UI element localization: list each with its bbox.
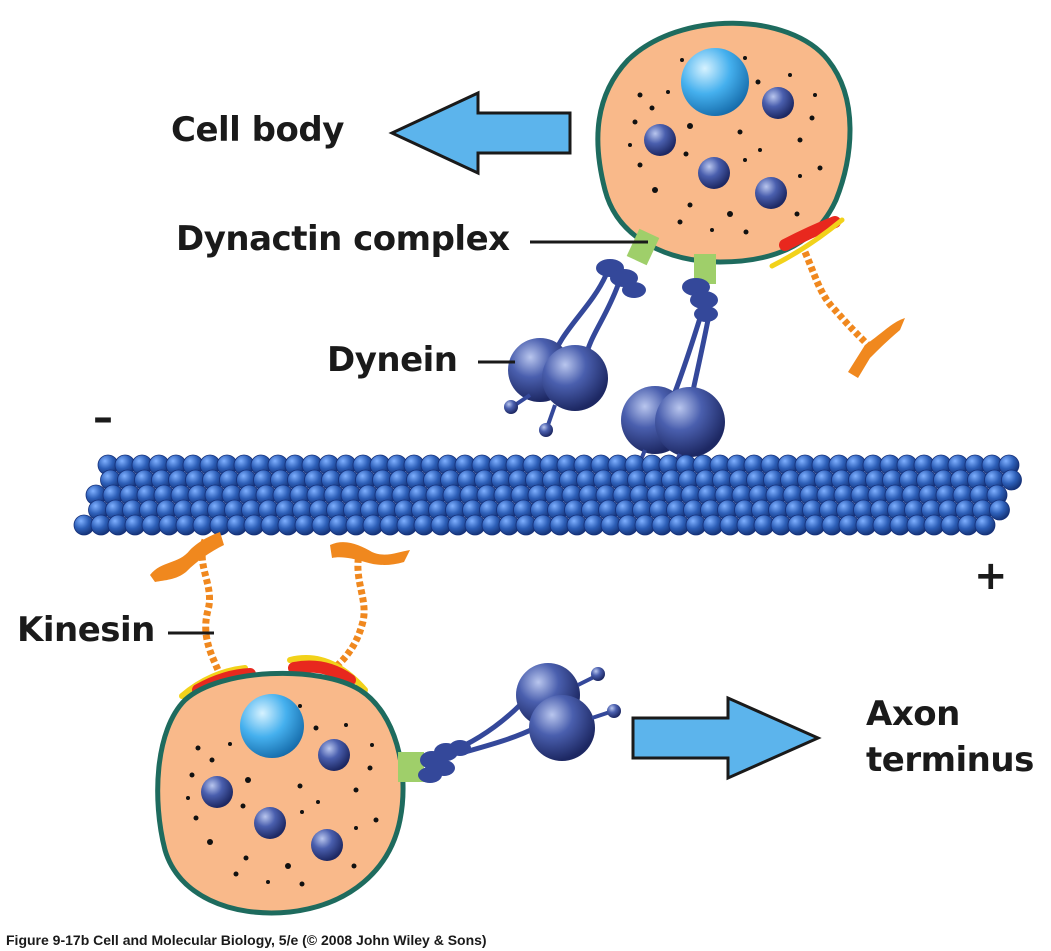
dynactin-stalk bbox=[626, 228, 660, 266]
tubulin-subunit bbox=[1001, 469, 1022, 491]
kinesin-head bbox=[330, 542, 410, 565]
binding-site-red bbox=[779, 216, 841, 251]
dynactin-complex-coil bbox=[418, 740, 471, 783]
kinesin-cargo-vesicle bbox=[150, 532, 410, 916]
microtubule bbox=[73, 454, 1022, 536]
vesicle-nucleus bbox=[240, 694, 304, 758]
cargo-granule bbox=[644, 124, 676, 156]
label-plus-end: + bbox=[974, 553, 1008, 599]
binding-site-yellow bbox=[769, 217, 845, 269]
vesicle-membrane bbox=[155, 670, 406, 916]
tubulin-subunit bbox=[974, 514, 996, 536]
cargo-granule bbox=[311, 829, 343, 861]
kinesin-head bbox=[150, 532, 224, 582]
label-axon-terminus-line1: Axon bbox=[866, 694, 960, 734]
cargo-granule bbox=[698, 157, 730, 189]
dynactin-stalk bbox=[694, 254, 716, 284]
label-dynein: Dynein bbox=[327, 340, 458, 380]
dynein-motor-top bbox=[504, 228, 725, 463]
kinesin-motor-left bbox=[150, 532, 256, 699]
cargo-granule bbox=[762, 87, 794, 119]
kinesin-motor-right bbox=[287, 542, 410, 693]
vesicle-dots bbox=[628, 56, 823, 235]
dynein-cargo-vesicle bbox=[595, 20, 905, 378]
kinesin-stalk bbox=[198, 538, 226, 682]
label-dynactin-complex: Dynactin complex bbox=[176, 219, 510, 259]
kinesin-stalk bbox=[323, 549, 368, 678]
dynein-head bbox=[542, 345, 608, 411]
arrow-to-axon-terminus bbox=[631, 695, 822, 781]
dynein-head bbox=[529, 695, 595, 761]
vesicle-dots bbox=[186, 704, 379, 887]
dynein-motor-bottom bbox=[398, 663, 621, 783]
label-axon-terminus-line2: terminus bbox=[866, 740, 1034, 780]
cargo-granule bbox=[755, 177, 787, 209]
label-minus-end: – bbox=[93, 395, 113, 441]
kinesin-stalk bbox=[801, 250, 871, 348]
cargo-granule bbox=[201, 776, 233, 808]
figure-caption: Figure 9-17b Cell and Molecular Biology,… bbox=[6, 932, 487, 948]
cargo-granule bbox=[318, 739, 350, 771]
kinesin-head bbox=[848, 318, 905, 378]
dynein-head bbox=[655, 387, 725, 457]
label-cell-body: Cell body bbox=[171, 110, 344, 150]
vesicle-nucleus bbox=[681, 48, 749, 116]
binding-site-yellow bbox=[287, 655, 368, 693]
label-kinesin: Kinesin bbox=[17, 610, 155, 650]
cargo-granule bbox=[254, 807, 286, 839]
dynactin-complex-coil bbox=[596, 259, 718, 322]
binding-site-red bbox=[288, 660, 356, 686]
tubulin-subunit bbox=[989, 499, 1010, 521]
arrow-to-cell-body bbox=[388, 90, 572, 176]
